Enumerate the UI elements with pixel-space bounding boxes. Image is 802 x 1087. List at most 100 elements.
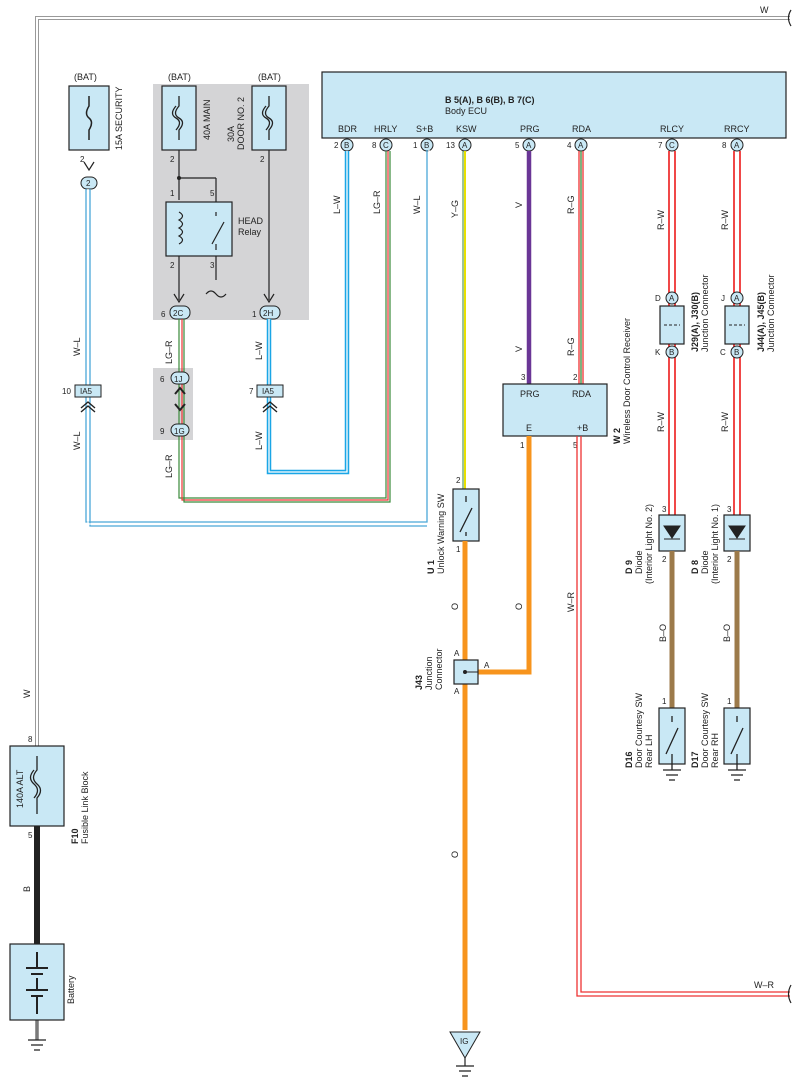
svg-text:C: C bbox=[720, 348, 726, 357]
svg-text:2: 2 bbox=[170, 261, 175, 270]
wire-break-bottom bbox=[787, 984, 792, 1004]
body-ecu-box bbox=[321, 71, 787, 139]
wire-label-w-left: W bbox=[22, 689, 32, 698]
svg-text:6: 6 bbox=[161, 310, 166, 319]
svg-text:2: 2 bbox=[86, 179, 91, 188]
svg-text:K: K bbox=[655, 348, 661, 357]
svg-text:A: A bbox=[462, 141, 468, 150]
wire-label-w-l-3: W–L bbox=[412, 195, 422, 214]
wireless-receiver-box bbox=[502, 383, 608, 437]
d16-line1: Door Courtesy SW bbox=[634, 692, 644, 768]
ecu-pin-connectors: 2 B 8 C 1 B 13 A 5 A 4 A 7 C 8 A bbox=[334, 138, 744, 152]
d16-code: D16 bbox=[624, 751, 634, 768]
svg-text:1: 1 bbox=[520, 441, 525, 450]
unlock-sw-name: Unlock Warning SW bbox=[436, 493, 446, 574]
wire-label-w-l-1: W–L bbox=[72, 337, 82, 356]
relay-name: HEAD bbox=[238, 216, 264, 226]
svg-text:A: A bbox=[578, 141, 584, 150]
svg-text:D: D bbox=[655, 294, 661, 303]
svg-text:5: 5 bbox=[210, 189, 215, 198]
ecu-pin-sb: S+B bbox=[416, 124, 433, 134]
wire-label-w-top: W bbox=[760, 5, 769, 15]
fuse-main-icon bbox=[171, 96, 184, 140]
d17-code: D17 bbox=[690, 751, 700, 768]
d8-sub: (Interior Light No. 1) bbox=[710, 504, 720, 584]
wire-label-w-r-2: W–R bbox=[754, 980, 775, 990]
svg-text:5: 5 bbox=[573, 441, 578, 450]
j43-line2: Connector bbox=[434, 648, 444, 690]
svg-text:10: 10 bbox=[62, 387, 71, 396]
svg-text:B: B bbox=[734, 348, 739, 357]
svg-text:6: 6 bbox=[160, 375, 165, 384]
ecu-pin-hrly: HRLY bbox=[374, 124, 397, 134]
head-relay-box bbox=[165, 201, 233, 257]
wire-w-top bbox=[35, 16, 790, 1040]
svg-text:5: 5 bbox=[515, 141, 520, 150]
d9-sub: (Interior Light No. 2) bbox=[644, 504, 654, 584]
svg-text:A: A bbox=[526, 141, 532, 150]
svg-text:B: B bbox=[669, 348, 674, 357]
wire-o bbox=[462, 436, 532, 1030]
wire-label-b-o-1: B–O bbox=[658, 624, 668, 642]
svg-text:C: C bbox=[669, 141, 675, 150]
fusible-name: Fusible Link Block bbox=[80, 771, 90, 844]
svg-text:1: 1 bbox=[456, 545, 461, 554]
d16-line2: Rear LH bbox=[644, 734, 654, 768]
fusible-link-icon bbox=[29, 756, 42, 814]
svg-text:5: 5 bbox=[28, 831, 33, 840]
wire-label-o-3: O bbox=[450, 851, 460, 858]
svg-text:3: 3 bbox=[727, 505, 732, 514]
d9-code: D 9 bbox=[624, 560, 634, 574]
fusible-rating: 140A ALT bbox=[15, 769, 25, 808]
ecu-pin-rda: RDA bbox=[572, 124, 591, 134]
svg-text:A: A bbox=[454, 649, 460, 658]
fuse-main-source: (BAT) bbox=[168, 72, 191, 82]
wire-r-g bbox=[578, 151, 584, 384]
body-ecu-name: Body ECU bbox=[445, 106, 487, 116]
svg-text:B: B bbox=[424, 141, 429, 150]
svg-text:1: 1 bbox=[727, 697, 732, 706]
wire-label-l-w-2: L–W bbox=[254, 431, 264, 450]
relay-switch-icon bbox=[211, 212, 225, 250]
fuse-door2-icon bbox=[261, 96, 274, 140]
door-sw-rh-icon bbox=[728, 716, 746, 781]
svg-text:A: A bbox=[734, 141, 740, 150]
wire-label-lg-r-1: LG–R bbox=[164, 340, 174, 364]
connector-1g bbox=[170, 423, 190, 437]
j43-code: J43 bbox=[414, 675, 424, 690]
svg-text:PRG: PRG bbox=[520, 389, 540, 399]
wire-label-lg-r-3: LG–R bbox=[372, 190, 382, 214]
wire-label-v-2: V bbox=[514, 346, 524, 352]
j44-name: Junction Connector bbox=[766, 274, 776, 352]
svg-text:1J: 1J bbox=[174, 375, 182, 384]
door-sw-lh-icon bbox=[663, 716, 681, 781]
d17-line2: Rear RH bbox=[710, 733, 720, 768]
svg-text:A: A bbox=[669, 294, 675, 303]
svg-text:IG: IG bbox=[460, 1037, 468, 1046]
svg-text:9: 9 bbox=[160, 427, 165, 436]
svg-text:2: 2 bbox=[573, 373, 578, 382]
svg-text:3: 3 bbox=[521, 373, 526, 382]
wire-label-v-1: V bbox=[514, 202, 524, 208]
svg-text:2: 2 bbox=[260, 155, 265, 164]
d9-name: Diode bbox=[634, 550, 644, 574]
svg-text:C: C bbox=[383, 141, 389, 150]
relay-coil-icon bbox=[177, 211, 184, 245]
wire-w-l bbox=[85, 150, 430, 527]
svg-text:1: 1 bbox=[413, 141, 418, 150]
svg-text:+B: +B bbox=[577, 423, 588, 433]
diode-d8-icon bbox=[728, 525, 746, 540]
j44-code: J44(A), J45(B) bbox=[756, 292, 766, 352]
svg-text:2: 2 bbox=[727, 555, 732, 564]
svg-text:2H: 2H bbox=[263, 309, 273, 318]
connector-ia5-b bbox=[256, 384, 284, 398]
wire-label-o-1: O bbox=[450, 603, 460, 610]
wire-label-lg-r-2: LG–R bbox=[164, 454, 174, 478]
svg-text:2C: 2C bbox=[173, 309, 183, 318]
svg-text:4: 4 bbox=[567, 141, 572, 150]
wire-label-r-g-1: R–G bbox=[566, 195, 576, 214]
relay-name2: Relay bbox=[238, 227, 262, 237]
svg-text:2: 2 bbox=[456, 476, 461, 485]
wire-label-r-g-2: R–G bbox=[566, 337, 576, 356]
svg-text:2: 2 bbox=[662, 555, 667, 564]
